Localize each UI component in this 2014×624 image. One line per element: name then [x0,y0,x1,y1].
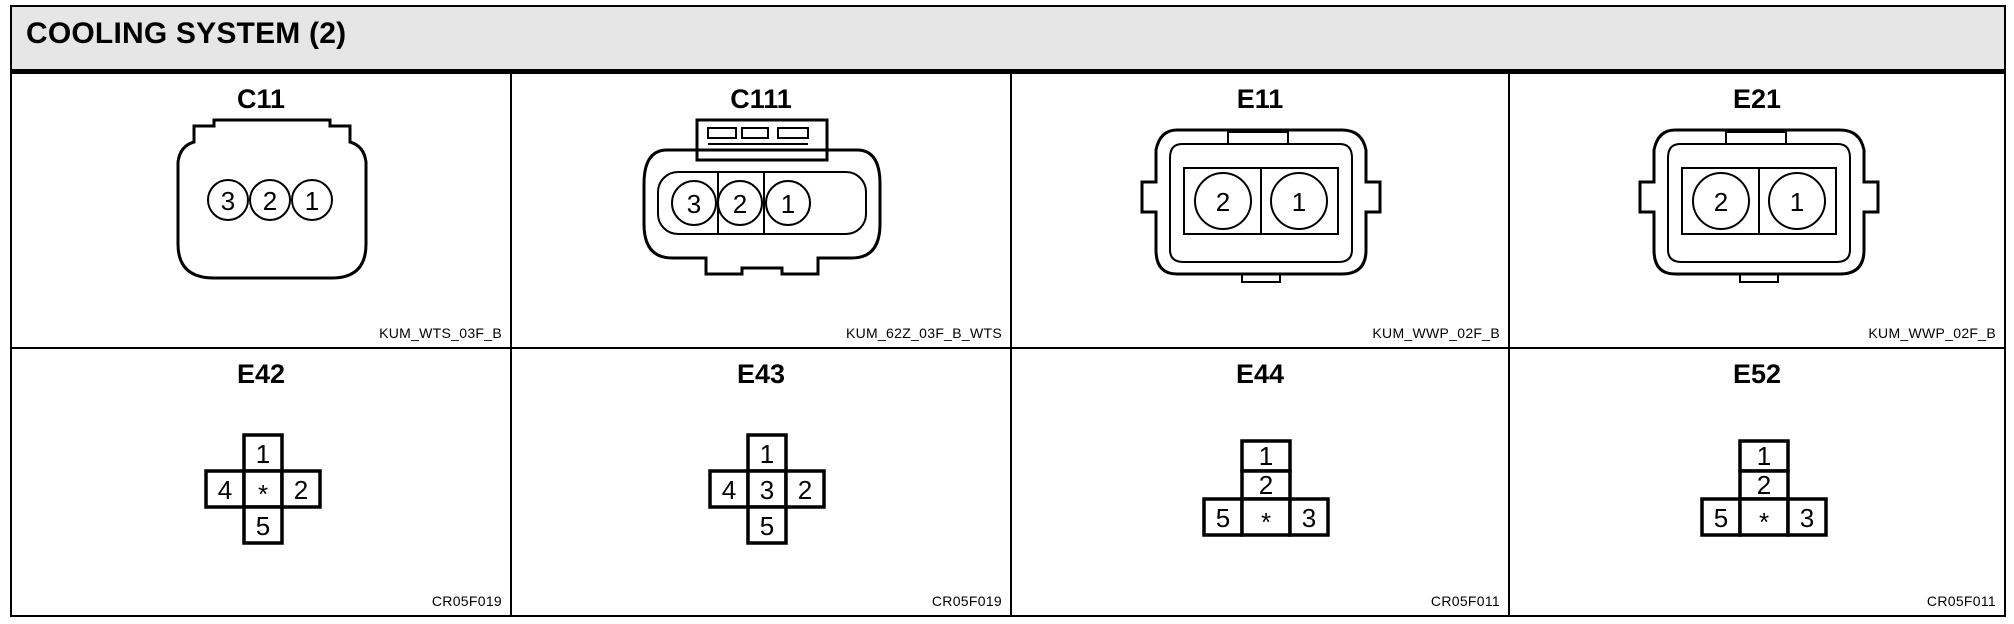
connector-code: CR05F019 [931,593,1002,609]
pin-1: 1 [1270,172,1328,230]
pin-2: 2 [1194,172,1252,230]
pin-3: 3 [1786,497,1828,537]
pin-2: 2 [1240,469,1292,501]
connector-code: KUM_62Z_03F_B_WTS [845,325,1002,341]
svg-text:3: 3 [221,186,235,216]
connector-e44-diagram: 1 2 5 * 3 [1202,439,1330,537]
pin-5: 5 [1202,497,1244,537]
pin-2: 2 [280,469,322,509]
svg-text:2: 2 [1714,187,1728,217]
pin-3: 3 [1288,497,1330,537]
connector-id: E21 [1732,84,1782,114]
pin-1: 1 [1240,439,1292,473]
svg-text:2: 2 [294,475,308,505]
connector-cell-e44: E44 1 2 5 * 3 CR05F011 [1012,349,1510,615]
pin-2: 2 [1692,172,1750,230]
connector-e21-diagram: 2 1 [1638,128,1880,283]
svg-text:1: 1 [1757,441,1771,471]
svg-text:1: 1 [1790,187,1804,217]
pin-1: 1 [1738,439,1790,473]
svg-text:5: 5 [760,511,774,541]
connector-id: C11 [236,84,286,114]
svg-text:2: 2 [263,186,277,216]
svg-text:2: 2 [1259,470,1273,500]
svg-text:3: 3 [760,475,774,505]
connector-cell-e11: E11 2 1 KUM_WWP_02F_B [1012,74,1510,349]
pin-1: 1 [291,179,333,221]
connector-id: E44 [1235,359,1285,389]
svg-text:1: 1 [1292,187,1306,217]
connector-e42-diagram: 1 4 * 2 5 [204,433,322,545]
svg-text:*: * [1759,507,1769,537]
pin-3: 3 [207,179,249,221]
svg-text:*: * [258,479,268,509]
svg-text:1: 1 [760,439,774,469]
page-title: COOLING SYSTEM (2) [26,17,347,50]
connector-cell-e52: E52 1 2 5 * 3 CR05F011 [1510,349,2004,615]
connector-code: CR05F011 [1926,593,1996,609]
connector-code: CR05F011 [1430,593,1500,609]
connector-c111-diagram: 3 2 1 [642,118,882,276]
connector-cell-c11: C11 3 2 1 KUM_WTS_03F_B [12,74,512,349]
pin-2: 2 [1738,469,1790,501]
connector-e43-diagram: 1 4 3 2 5 [708,433,826,545]
svg-text:3: 3 [687,189,701,219]
svg-text:4: 4 [722,475,736,505]
svg-text:1: 1 [781,189,795,219]
svg-text:4: 4 [218,475,232,505]
pin-5: 5 [1700,497,1742,537]
svg-text:2: 2 [1757,470,1771,500]
pin-1: 1 [746,433,788,473]
svg-text:5: 5 [1216,503,1230,533]
svg-text:1: 1 [1259,441,1273,471]
connector-e11-diagram: 2 1 [1140,128,1382,283]
connector-id: E43 [736,359,786,389]
connector-id: C111 [730,84,792,114]
pin-blank: * [1240,497,1292,537]
pin-blank: * [242,469,284,509]
pin-2: 2 [784,469,826,509]
svg-text:3: 3 [1800,503,1814,533]
connector-sheet: COOLING SYSTEM (2) C11 3 2 1 KUM_WTS_03F… [10,5,2006,617]
connector-e52-diagram: 1 2 5 * 3 [1700,439,1828,537]
pin-1: 1 [1768,172,1826,230]
title-bar: COOLING SYSTEM (2) [12,7,2004,74]
pin-3: 3 [671,180,717,226]
pin-2: 2 [717,180,763,226]
connector-cell-c111: C111 3 2 1 KUM_62Z_03F_B_WTS [512,74,1012,349]
connector-code: KUM_WTS_03F_B [379,325,502,341]
pin-1: 1 [765,180,811,226]
svg-text:1: 1 [305,186,319,216]
connector-id: E11 [1236,84,1284,114]
pin-blank: * [1738,497,1790,537]
pin-5: 5 [242,505,284,545]
pin-1: 1 [242,433,284,473]
pin-4: 4 [204,469,246,509]
connector-id: E42 [236,359,286,389]
connector-id: E52 [1732,359,1782,389]
pin-4: 4 [708,469,750,509]
svg-text:2: 2 [733,189,747,219]
pin-3: 3 [746,469,788,509]
connector-code: KUM_WWP_02F_B [1372,325,1500,341]
connector-cell-e21: E21 2 1 KUM_WWP_02F_B [1510,74,2004,349]
pin-5: 5 [746,505,788,545]
svg-text:2: 2 [798,475,812,505]
connector-c11-diagram: 3 2 1 [176,118,368,280]
connector-cell-e42: E42 1 4 * 2 5 CR05F019 [12,349,512,615]
svg-text:2: 2 [1216,187,1230,217]
svg-text:*: * [1261,507,1271,537]
svg-text:5: 5 [256,511,270,541]
svg-text:1: 1 [256,439,270,469]
svg-text:3: 3 [1302,503,1316,533]
connector-cell-e43: E43 1 4 3 2 5 CR05F019 [512,349,1012,615]
pin-2: 2 [249,179,291,221]
svg-text:5: 5 [1714,503,1728,533]
connector-code: KUM_WWP_02F_B [1868,325,1996,341]
connector-code: CR05F019 [431,593,502,609]
